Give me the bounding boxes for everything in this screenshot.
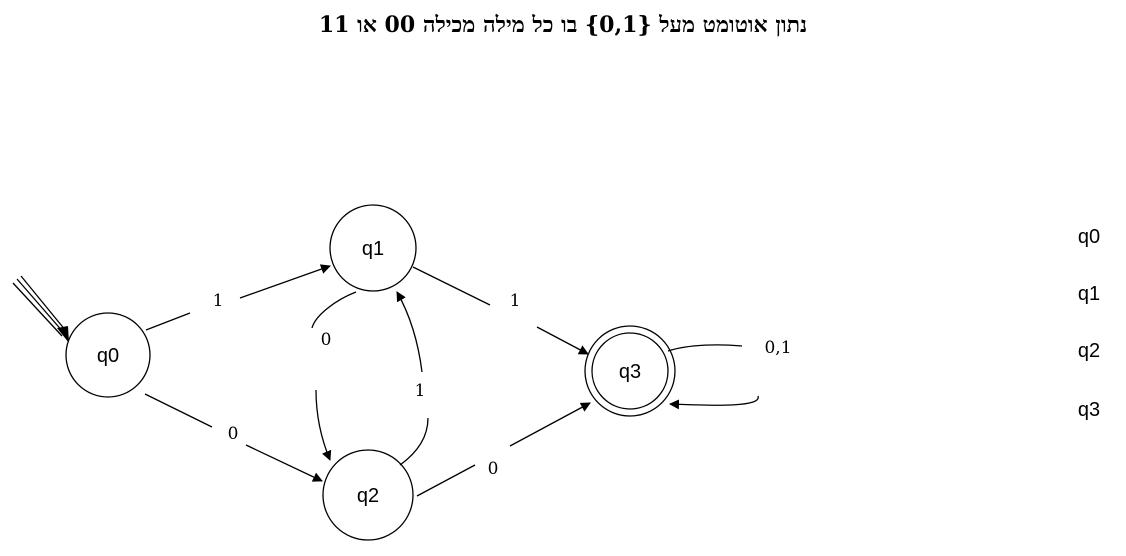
transition-label-q1-q2: 0: [321, 330, 332, 350]
transition-label-q2-q3: 0: [488, 459, 499, 479]
transition-label-q3-q3: 0,1: [764, 338, 791, 358]
side-list-item: q1: [1078, 283, 1100, 305]
state-label-q3: q3: [619, 361, 641, 383]
transition-q2-q1: 1: [396, 291, 429, 466]
state-label-q0: q0: [97, 345, 119, 367]
state-label-q2: q2: [357, 485, 379, 507]
transition-label-q0-q1: 1: [213, 291, 224, 311]
start-arrow: [12, 275, 69, 343]
page-title: נתון אוטומט מעל {0,1} בו כל מילה מכילה 0…: [318, 12, 808, 38]
state-q3: q3: [584, 325, 676, 417]
transition-q1-q3: 1: [412, 266, 589, 355]
transition-q3-q3: 0,1: [667, 338, 792, 410]
state-q1: q1: [329, 204, 417, 292]
state-q0: q0: [65, 312, 151, 398]
side-list-item: q2: [1078, 340, 1100, 362]
side-list-item: q0: [1078, 226, 1100, 248]
transition-q0-q1: 1: [145, 264, 331, 331]
transition-label-q0-q2: 0: [228, 424, 239, 444]
transition-q0-q2: 0: [144, 393, 323, 482]
side-state-list: q0 q1 q2 q3: [1078, 226, 1100, 421]
side-list-item: q3: [1078, 399, 1100, 421]
transition-label-q2-q1: 1: [415, 381, 426, 401]
transition-label-q1-q3: 1: [510, 291, 521, 311]
state-q2: q2: [322, 449, 414, 541]
state-label-q1: q1: [362, 238, 384, 260]
transition-q2-q3: 0: [416, 402, 591, 497]
transition-q1-q2: 0: [311, 291, 357, 461]
